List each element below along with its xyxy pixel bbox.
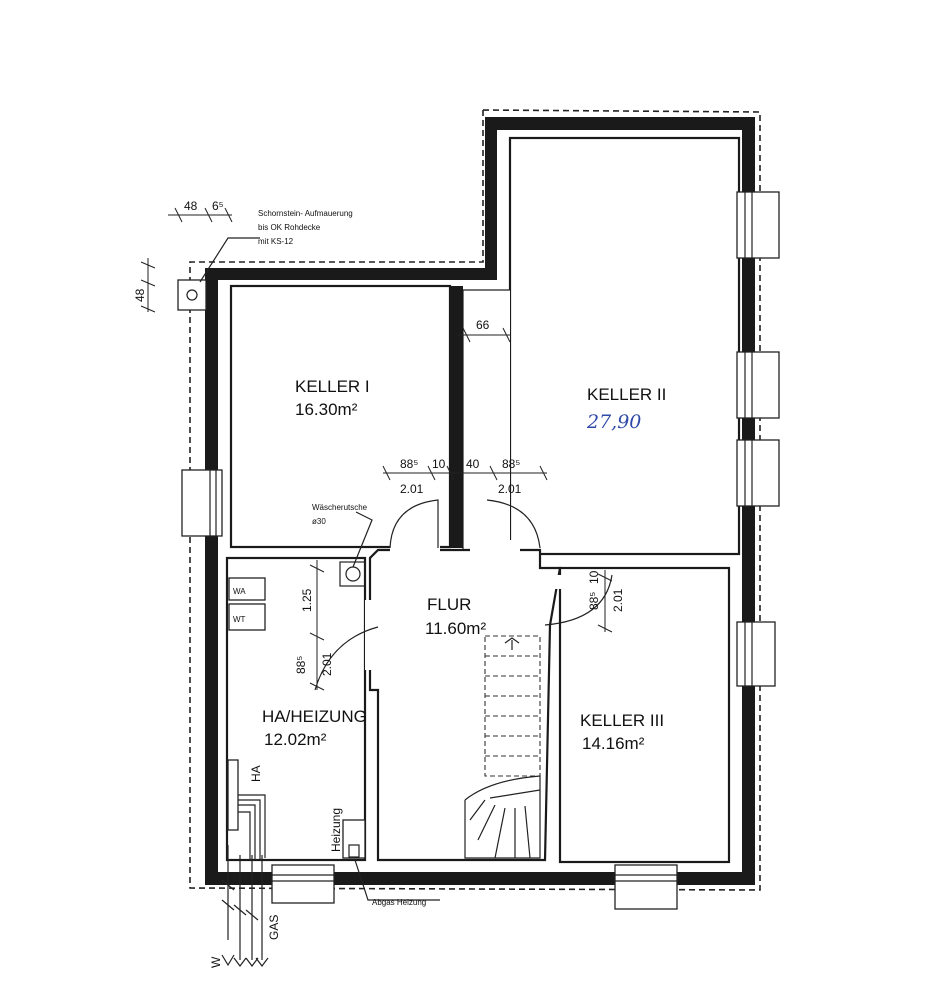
keller2-name: KELLER II (587, 385, 666, 404)
outer-walls (205, 117, 755, 885)
window-keller2-1 (736, 191, 780, 259)
dim-201-d: 2.01 (320, 652, 334, 676)
flur-name: FLUR (427, 595, 471, 614)
room-keller-3 (558, 566, 731, 864)
wt-label: WT (233, 615, 246, 624)
ha-label: HA (249, 765, 263, 782)
dim-125: 1.25 (300, 588, 314, 612)
chimney-note-2: bis OK Rohdecke (258, 223, 321, 232)
laundry-chute-label: Wäscherutsche (312, 503, 368, 512)
window-keller2-3 (736, 439, 780, 507)
water-label: W (209, 956, 223, 968)
keller1-name: KELLER I (295, 377, 370, 396)
window-keller3-bottom (614, 864, 678, 910)
room-keller-1 (229, 284, 452, 549)
door-keller-1 (389, 499, 439, 549)
door-heizung (314, 626, 379, 691)
keller1-area: 16.30m² (295, 400, 358, 419)
staircase (464, 635, 541, 859)
heating-unit (342, 819, 366, 859)
dim-885-a: 88⁵ (400, 457, 418, 471)
dim-66: 66 (476, 318, 490, 332)
chimney-note-1: Schornstein- Aufmauerung (258, 209, 353, 218)
washer-box (228, 577, 266, 601)
dim-201-c: 2.01 (611, 588, 625, 612)
abgas-label: Abgas Heizung (372, 898, 426, 907)
chimney (177, 279, 207, 311)
window-heizung-bottom (271, 864, 335, 904)
dim-48-side: 48 (133, 288, 147, 302)
window-keller2-2 (736, 351, 780, 419)
keller2-area-handwritten: 27,90 (586, 411, 641, 433)
ha-panel (227, 759, 239, 831)
heizung-unit-label: Heizung (329, 808, 343, 852)
dim-201-a: 2.01 (400, 482, 424, 496)
dim-885-c: 88⁵ (587, 592, 601, 610)
dim-48-top: 48 (184, 199, 198, 213)
outer-boundary-dashed (189, 109, 761, 891)
wa-label: WA (233, 587, 246, 596)
dim-201-b: 2.01 (498, 482, 522, 496)
dim-885-d: 88⁵ (294, 656, 308, 674)
gas-label: GAS (267, 915, 281, 940)
door-keller-3 (544, 574, 613, 626)
sink-box (228, 603, 266, 631)
laundry-chute-size: ø30 (312, 517, 326, 526)
window-keller1 (181, 469, 223, 537)
keller3-name: KELLER III (580, 711, 664, 730)
keller3-area: 14.16m² (582, 734, 645, 753)
room-keller-2 (508, 136, 741, 556)
heizung-name: HA/HEIZUNG (262, 707, 367, 726)
window-keller3 (736, 621, 776, 687)
dim-40: 40 (466, 457, 480, 471)
dim-65: 6⁵ (212, 199, 224, 213)
dim-10-b: 10 (587, 570, 601, 584)
chimney-note-3: mit KS-12 (258, 237, 294, 246)
wall-keller1-keller2 (450, 286, 463, 548)
flur-area: 11.60m² (425, 619, 486, 638)
chimney-flue-icon (186, 289, 198, 301)
dim-885-b: 88⁵ (502, 457, 520, 471)
door-keller-2 (486, 499, 541, 549)
dim-10-a: 10 (432, 457, 446, 471)
heizung-area: 12.02m² (264, 730, 327, 749)
room-keller-2-extension (463, 290, 510, 555)
